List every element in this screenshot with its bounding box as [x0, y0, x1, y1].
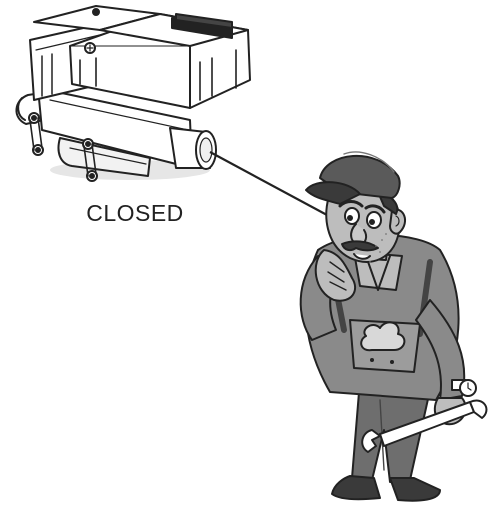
plumber-character-icon: [301, 152, 487, 501]
valve-state-label: CLOSED: [60, 200, 210, 227]
